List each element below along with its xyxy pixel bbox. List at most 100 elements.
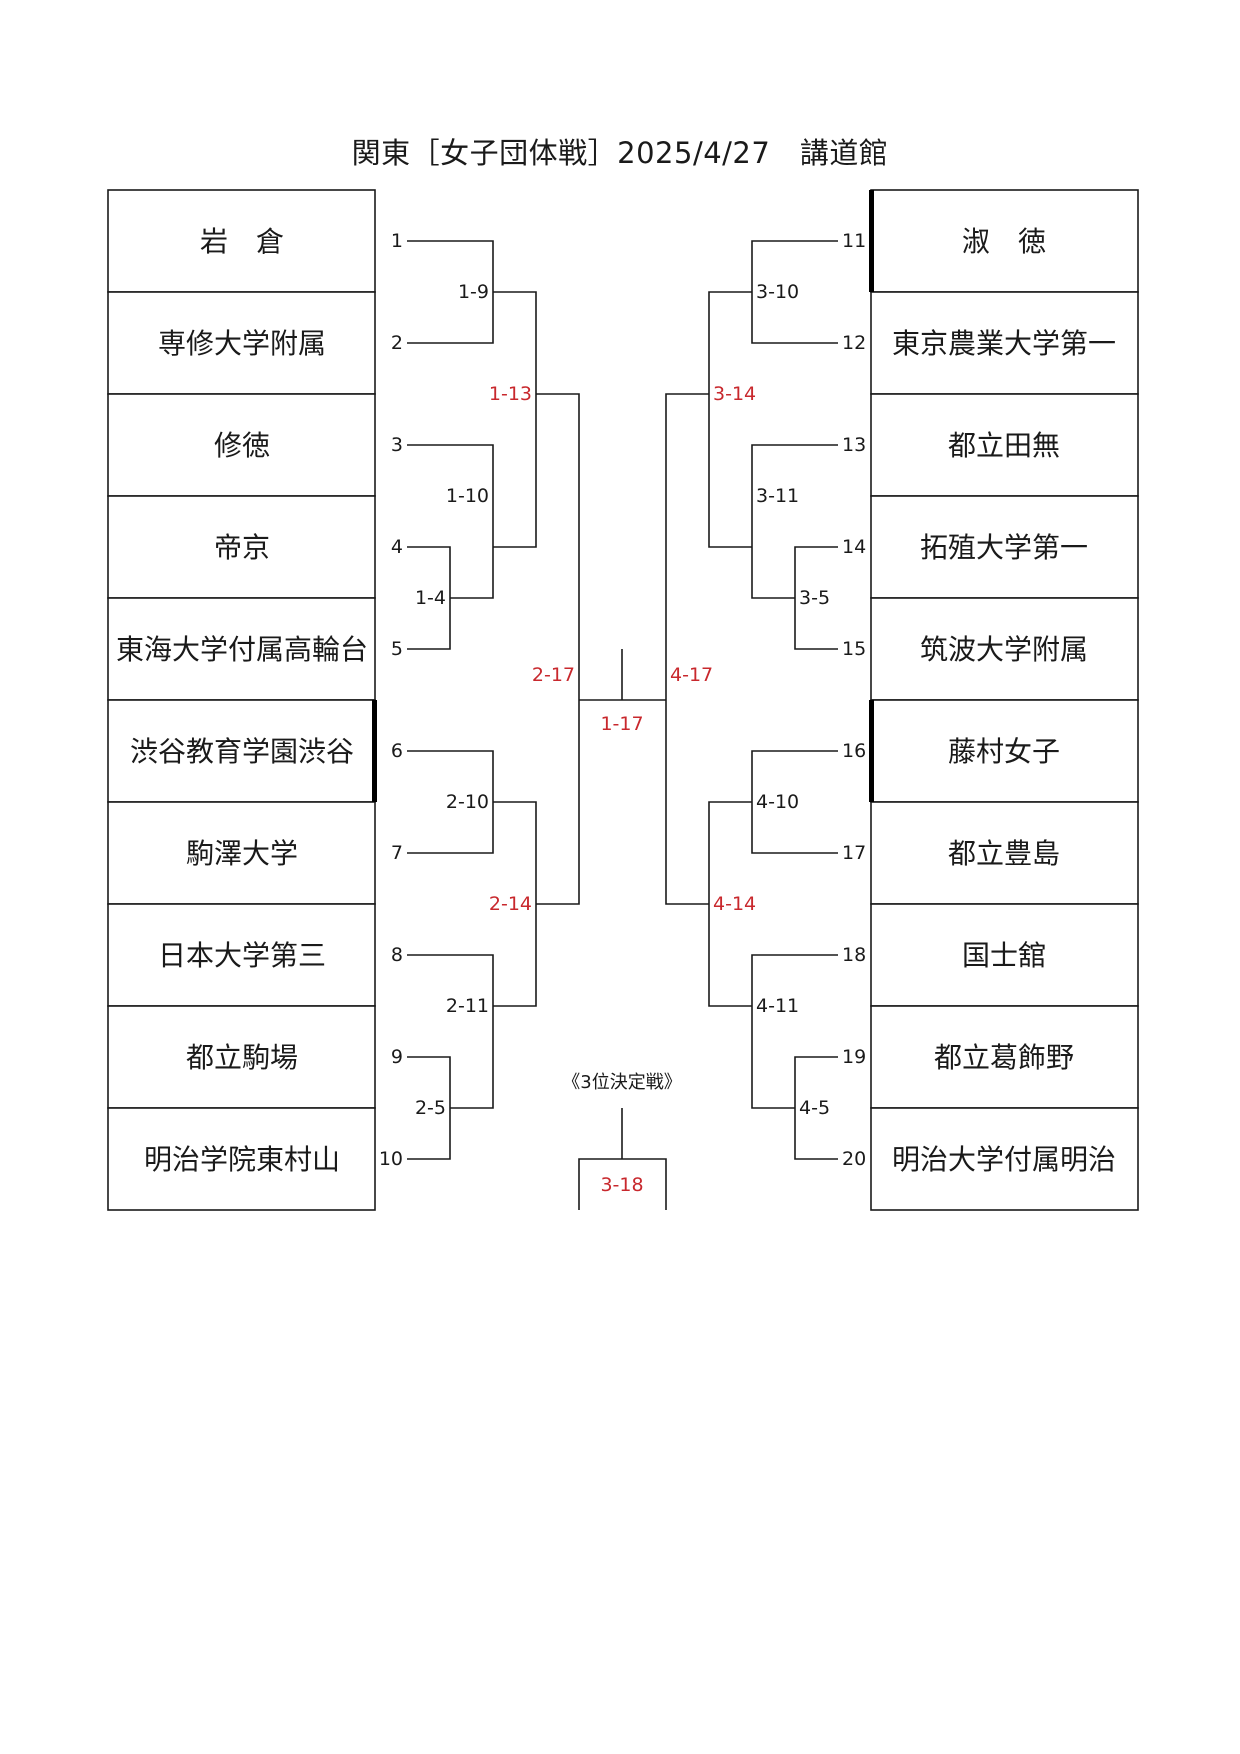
seed-number: 2 (391, 332, 403, 354)
team-name: 日本大学第三 (158, 939, 326, 972)
team-cell (107, 495, 376, 599)
seed-marker (869, 190, 874, 292)
match-number: 4-5 (799, 1097, 830, 1119)
team-name: 淑 徳 (962, 225, 1046, 258)
bracket-line (751, 444, 838, 599)
team-cell (107, 903, 376, 1007)
seed-number: 18 (842, 944, 866, 966)
match-number: 2-17 (532, 664, 575, 686)
seed-number: 8 (391, 944, 403, 966)
seed-number: 3 (391, 434, 403, 456)
team-name: 渋谷教育学園渋谷 (130, 735, 354, 768)
team-name: 専修大学附属 (158, 327, 326, 360)
bracket-line (751, 954, 838, 1109)
team-name: 東海大学付属高輪台 (116, 633, 368, 666)
team-cell (870, 699, 1139, 803)
seed-number: 4 (391, 536, 403, 558)
right-match-labels: 3-10 3-14 3-11 3-5 4-17 4-10 4-14 4-11 4… (670, 281, 830, 1119)
team-name: 都立葛飾野 (934, 1041, 1074, 1074)
match-number: 4-14 (713, 893, 756, 915)
match-number: 2-5 (415, 1097, 446, 1119)
seed-marker (372, 700, 377, 802)
team-cell (107, 1107, 376, 1211)
page-title: 関東［女子団体戦］2025/4/27 講道館 (351, 136, 889, 170)
team-cell (107, 1005, 376, 1109)
bracket-line (493, 291, 537, 548)
team-cell (870, 1107, 1139, 1211)
seed-number: 10 (379, 1148, 403, 1170)
team-cell (870, 1005, 1139, 1109)
team-name: 帝京 (214, 531, 270, 564)
bracket-line (407, 954, 494, 1109)
team-cell (870, 903, 1139, 1007)
bracket-line (536, 393, 580, 905)
team-cell (107, 291, 376, 395)
match-number: 4-10 (756, 791, 799, 813)
match-number: 2-10 (446, 791, 489, 813)
match-number: 3-5 (799, 587, 830, 609)
seed-number: 16 (842, 740, 866, 762)
match-number: 2-14 (489, 893, 532, 915)
team-name: 都立田無 (948, 429, 1060, 462)
team-cell (107, 801, 376, 905)
match-number: 1-4 (415, 587, 446, 609)
match-number: 4-17 (670, 664, 713, 686)
team-cell (870, 597, 1139, 701)
seed-number: 14 (842, 536, 866, 558)
team-name: 明治大学付属明治 (892, 1143, 1116, 1176)
seed-number: 20 (842, 1148, 866, 1170)
bracket-line (665, 393, 709, 905)
right-team-table: 淑 徳 東京農業大学第一 都立田無 拓殖大学第一 筑波大学附属 藤村女子 都立豊… (869, 189, 1139, 1211)
match-number: 3-14 (713, 383, 756, 405)
third-place-label: 《3位決定戦》 (562, 1072, 681, 1093)
team-cell (870, 801, 1139, 905)
seed-number: 7 (391, 842, 403, 864)
match-number: 3-18 (600, 1174, 643, 1196)
seed-number: 19 (842, 1046, 866, 1068)
final-match-number: 1-17 (600, 713, 643, 735)
seed-number: 17 (842, 842, 866, 864)
seed-number: 12 (842, 332, 866, 354)
left-bracket-lines (407, 240, 580, 1160)
left-seed-numbers: 1 2 3 4 5 6 7 8 9 10 (379, 230, 403, 1170)
seed-marker (869, 700, 874, 802)
seed-number: 15 (842, 638, 866, 660)
match-number: 3-10 (756, 281, 799, 303)
team-cell (107, 189, 376, 293)
team-name: 都立豊島 (948, 837, 1060, 870)
seed-number: 13 (842, 434, 866, 456)
team-name: 拓殖大学第一 (920, 531, 1088, 564)
seed-number: 6 (391, 740, 403, 762)
team-name: 岩 倉 (200, 225, 284, 258)
team-cell (870, 495, 1139, 599)
team-cell (870, 393, 1139, 497)
team-name: 藤村女子 (948, 735, 1060, 768)
team-cell (870, 291, 1139, 395)
bracket-line (407, 444, 494, 599)
team-name: 駒澤大学 (186, 837, 298, 870)
match-number: 1-13 (489, 383, 532, 405)
seed-number: 9 (391, 1046, 403, 1068)
team-name: 筑波大学附属 (920, 633, 1088, 666)
final-connector (579, 649, 666, 701)
bracket-line (708, 291, 752, 548)
third-place-bracket: 《3位決定戦》 3-18 (562, 1072, 682, 1210)
seed-number: 1 (391, 230, 403, 252)
match-number: 1-10 (446, 485, 489, 507)
team-name: 明治学院東村山 (144, 1143, 340, 1176)
left-match-labels: 1-9 1-13 1-10 1-4 2-17 2-10 2-14 2-11 2-… (415, 281, 575, 1119)
match-number: 3-11 (756, 485, 799, 507)
right-bracket-lines (665, 240, 838, 1160)
match-number: 1-9 (458, 281, 489, 303)
team-name: 国士舘 (962, 939, 1046, 972)
left-team-table: 岩 倉 専修大学附属 修徳 帝京 東海大学付属高輪台 渋谷教育学園渋谷 駒澤大学… (107, 189, 377, 1211)
team-name: 東京農業大学第一 (892, 327, 1116, 360)
team-name: 都立駒場 (186, 1041, 298, 1074)
seed-number: 5 (391, 638, 403, 660)
right-seed-numbers: 11 12 13 14 15 16 17 18 19 20 (842, 230, 866, 1170)
match-number: 4-11 (756, 995, 799, 1017)
team-name: 修徳 (214, 429, 270, 462)
team-cell (107, 393, 376, 497)
match-number: 2-11 (446, 995, 489, 1017)
